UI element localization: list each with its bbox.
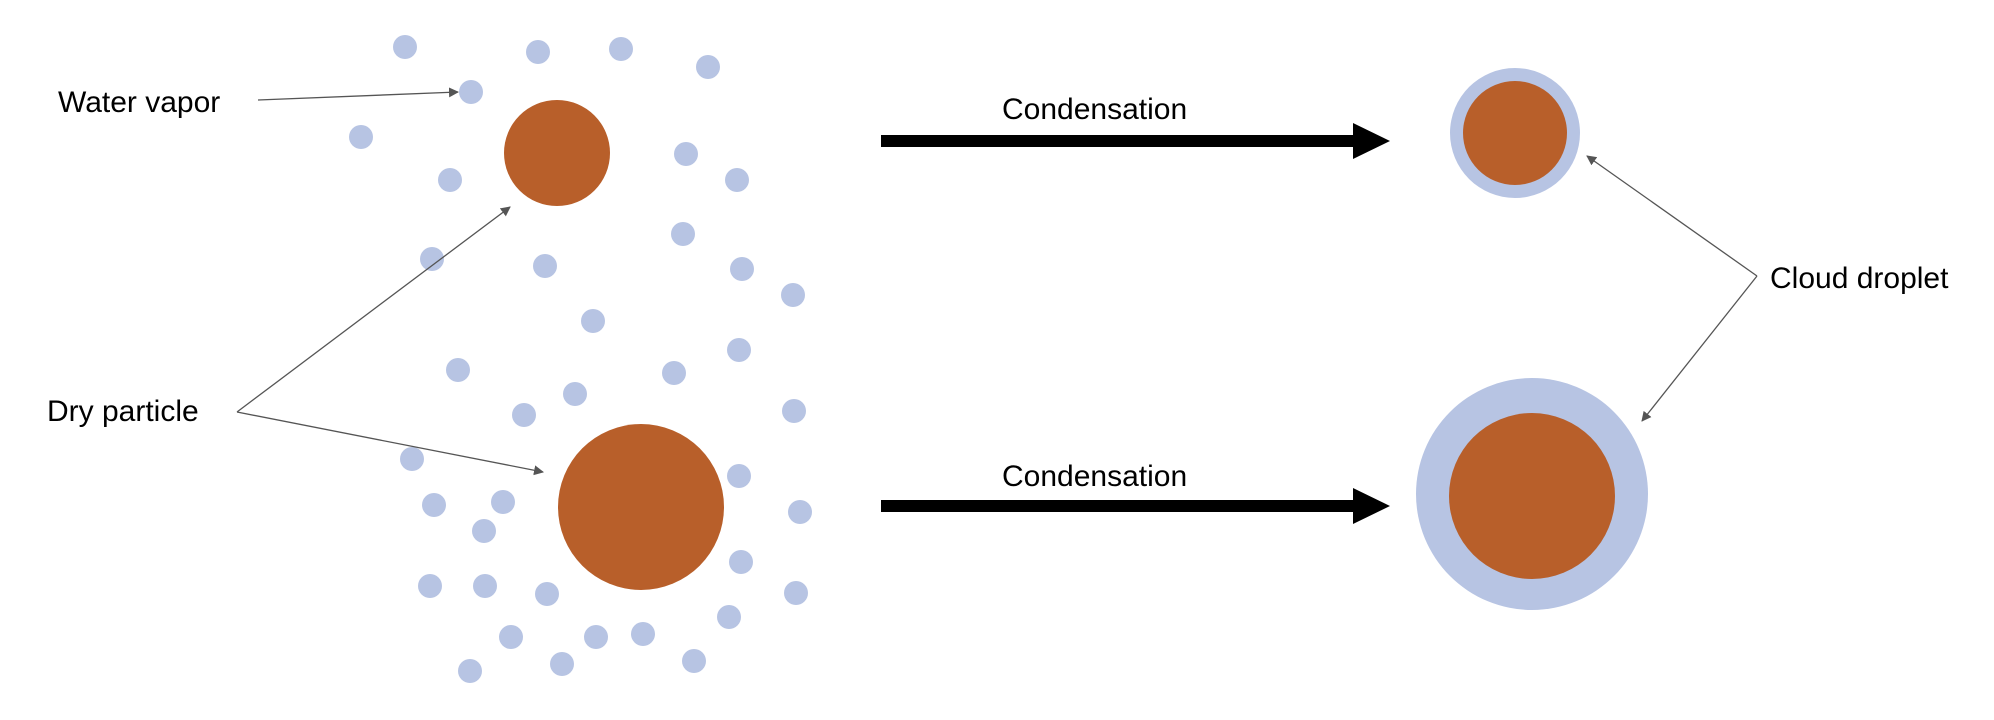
- water-vapor-dot: [674, 142, 698, 166]
- water-vapor-dot: [671, 222, 695, 246]
- water-vapor-dot: [584, 625, 608, 649]
- water-vapor-dot: [631, 622, 655, 646]
- water-vapor-dot: [788, 500, 812, 524]
- water-vapor-molecules: [349, 35, 812, 683]
- water-vapor-dot: [422, 493, 446, 517]
- water-vapor-leader: [257, 87, 459, 101]
- water-vapor-dot: [473, 574, 497, 598]
- water-vapor-dot: [696, 55, 720, 79]
- water-vapor-dot: [526, 40, 550, 64]
- cloud-droplet-leader-top: [1586, 155, 1758, 277]
- dry-particle-small: [504, 100, 610, 206]
- water-vapor-dot: [550, 652, 574, 676]
- condensation-arrow-bottom: [881, 488, 1390, 524]
- water-vapor-dot: [446, 358, 470, 382]
- water-vapor-dot: [581, 309, 605, 333]
- water-vapor-dot: [782, 399, 806, 423]
- water-vapor-dot: [418, 574, 442, 598]
- water-vapor-dot: [725, 168, 749, 192]
- water-vapor-dot: [393, 35, 417, 59]
- water-vapor-dot: [349, 125, 373, 149]
- condensation-arrow-top: [881, 123, 1390, 159]
- dry-particle-label: Dry particle: [47, 395, 199, 428]
- water-vapor-dot: [729, 550, 753, 574]
- water-vapor-dot: [727, 464, 751, 488]
- water-vapor-dot: [563, 382, 587, 406]
- dry-particle-leader-bottom: [236, 411, 544, 476]
- cloud-droplet-label: Cloud droplet: [1770, 262, 1949, 295]
- water-vapor-dot: [512, 403, 536, 427]
- water-vapor-dot: [781, 283, 805, 307]
- dry-particle-large: [558, 424, 724, 590]
- cloud-droplet-small: [1450, 68, 1580, 198]
- water-vapor-dot: [499, 625, 523, 649]
- water-vapor-dot: [458, 659, 482, 683]
- water-vapor-dot: [438, 168, 462, 192]
- water-vapor-label: Water vapor: [58, 86, 220, 119]
- water-vapor-dot: [491, 490, 515, 514]
- water-vapor-dot: [727, 338, 751, 362]
- water-vapor-dot: [717, 605, 741, 629]
- condensation-label-top: Condensation: [1002, 93, 1187, 126]
- water-vapor-dot: [420, 247, 444, 271]
- water-vapor-dot: [609, 37, 633, 61]
- water-vapor-dot: [784, 581, 808, 605]
- water-vapor-dot: [730, 257, 754, 281]
- cloud-droplet-large: [1416, 378, 1648, 610]
- water-vapor-dot: [472, 519, 496, 543]
- dry-particle-leader-top: [236, 206, 511, 413]
- cloud-droplet-leader-bottom: [1641, 275, 1758, 422]
- water-vapor-dot: [662, 361, 686, 385]
- water-vapor-dot: [682, 649, 706, 673]
- water-vapor-dot: [459, 80, 483, 104]
- water-vapor-dot: [535, 582, 559, 606]
- water-vapor-dot: [533, 254, 557, 278]
- water-vapor-dot: [400, 447, 424, 471]
- condensation-label-bottom: Condensation: [1002, 460, 1187, 493]
